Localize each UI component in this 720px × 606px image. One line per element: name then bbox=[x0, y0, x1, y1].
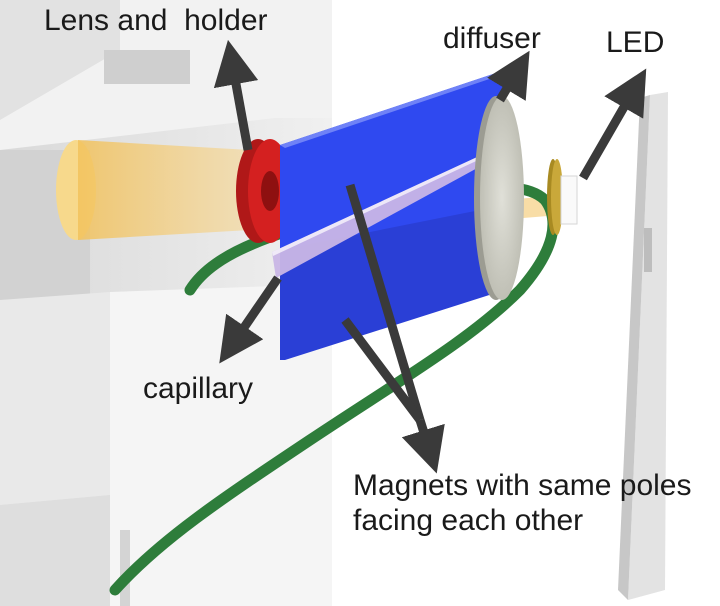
label-lens-holder: Lens and holder bbox=[44, 4, 268, 37]
capillary bbox=[272, 152, 492, 278]
housing-slot bbox=[104, 50, 190, 84]
arrow-led bbox=[579, 68, 647, 181]
label-led: LED bbox=[606, 26, 665, 59]
light-cone bbox=[78, 140, 250, 240]
led-mount-plate bbox=[618, 92, 668, 600]
label-diffuser: diffuser bbox=[443, 22, 541, 55]
diffuser bbox=[474, 96, 524, 300]
label-capillary: capillary bbox=[143, 372, 254, 405]
arrow-capillary bbox=[219, 275, 282, 364]
arrow-magnet-top bbox=[345, 183, 425, 422]
led bbox=[547, 159, 578, 235]
annotation-arrows bbox=[213, 39, 647, 474]
arrow-magnets bbox=[401, 418, 445, 474]
arrow-lens bbox=[213, 39, 259, 151]
arrow-diffuser bbox=[487, 50, 530, 103]
label-magnets: Magnets with same poles facing each othe… bbox=[353, 469, 700, 537]
arrow-magnet-bottom bbox=[341, 317, 424, 423]
